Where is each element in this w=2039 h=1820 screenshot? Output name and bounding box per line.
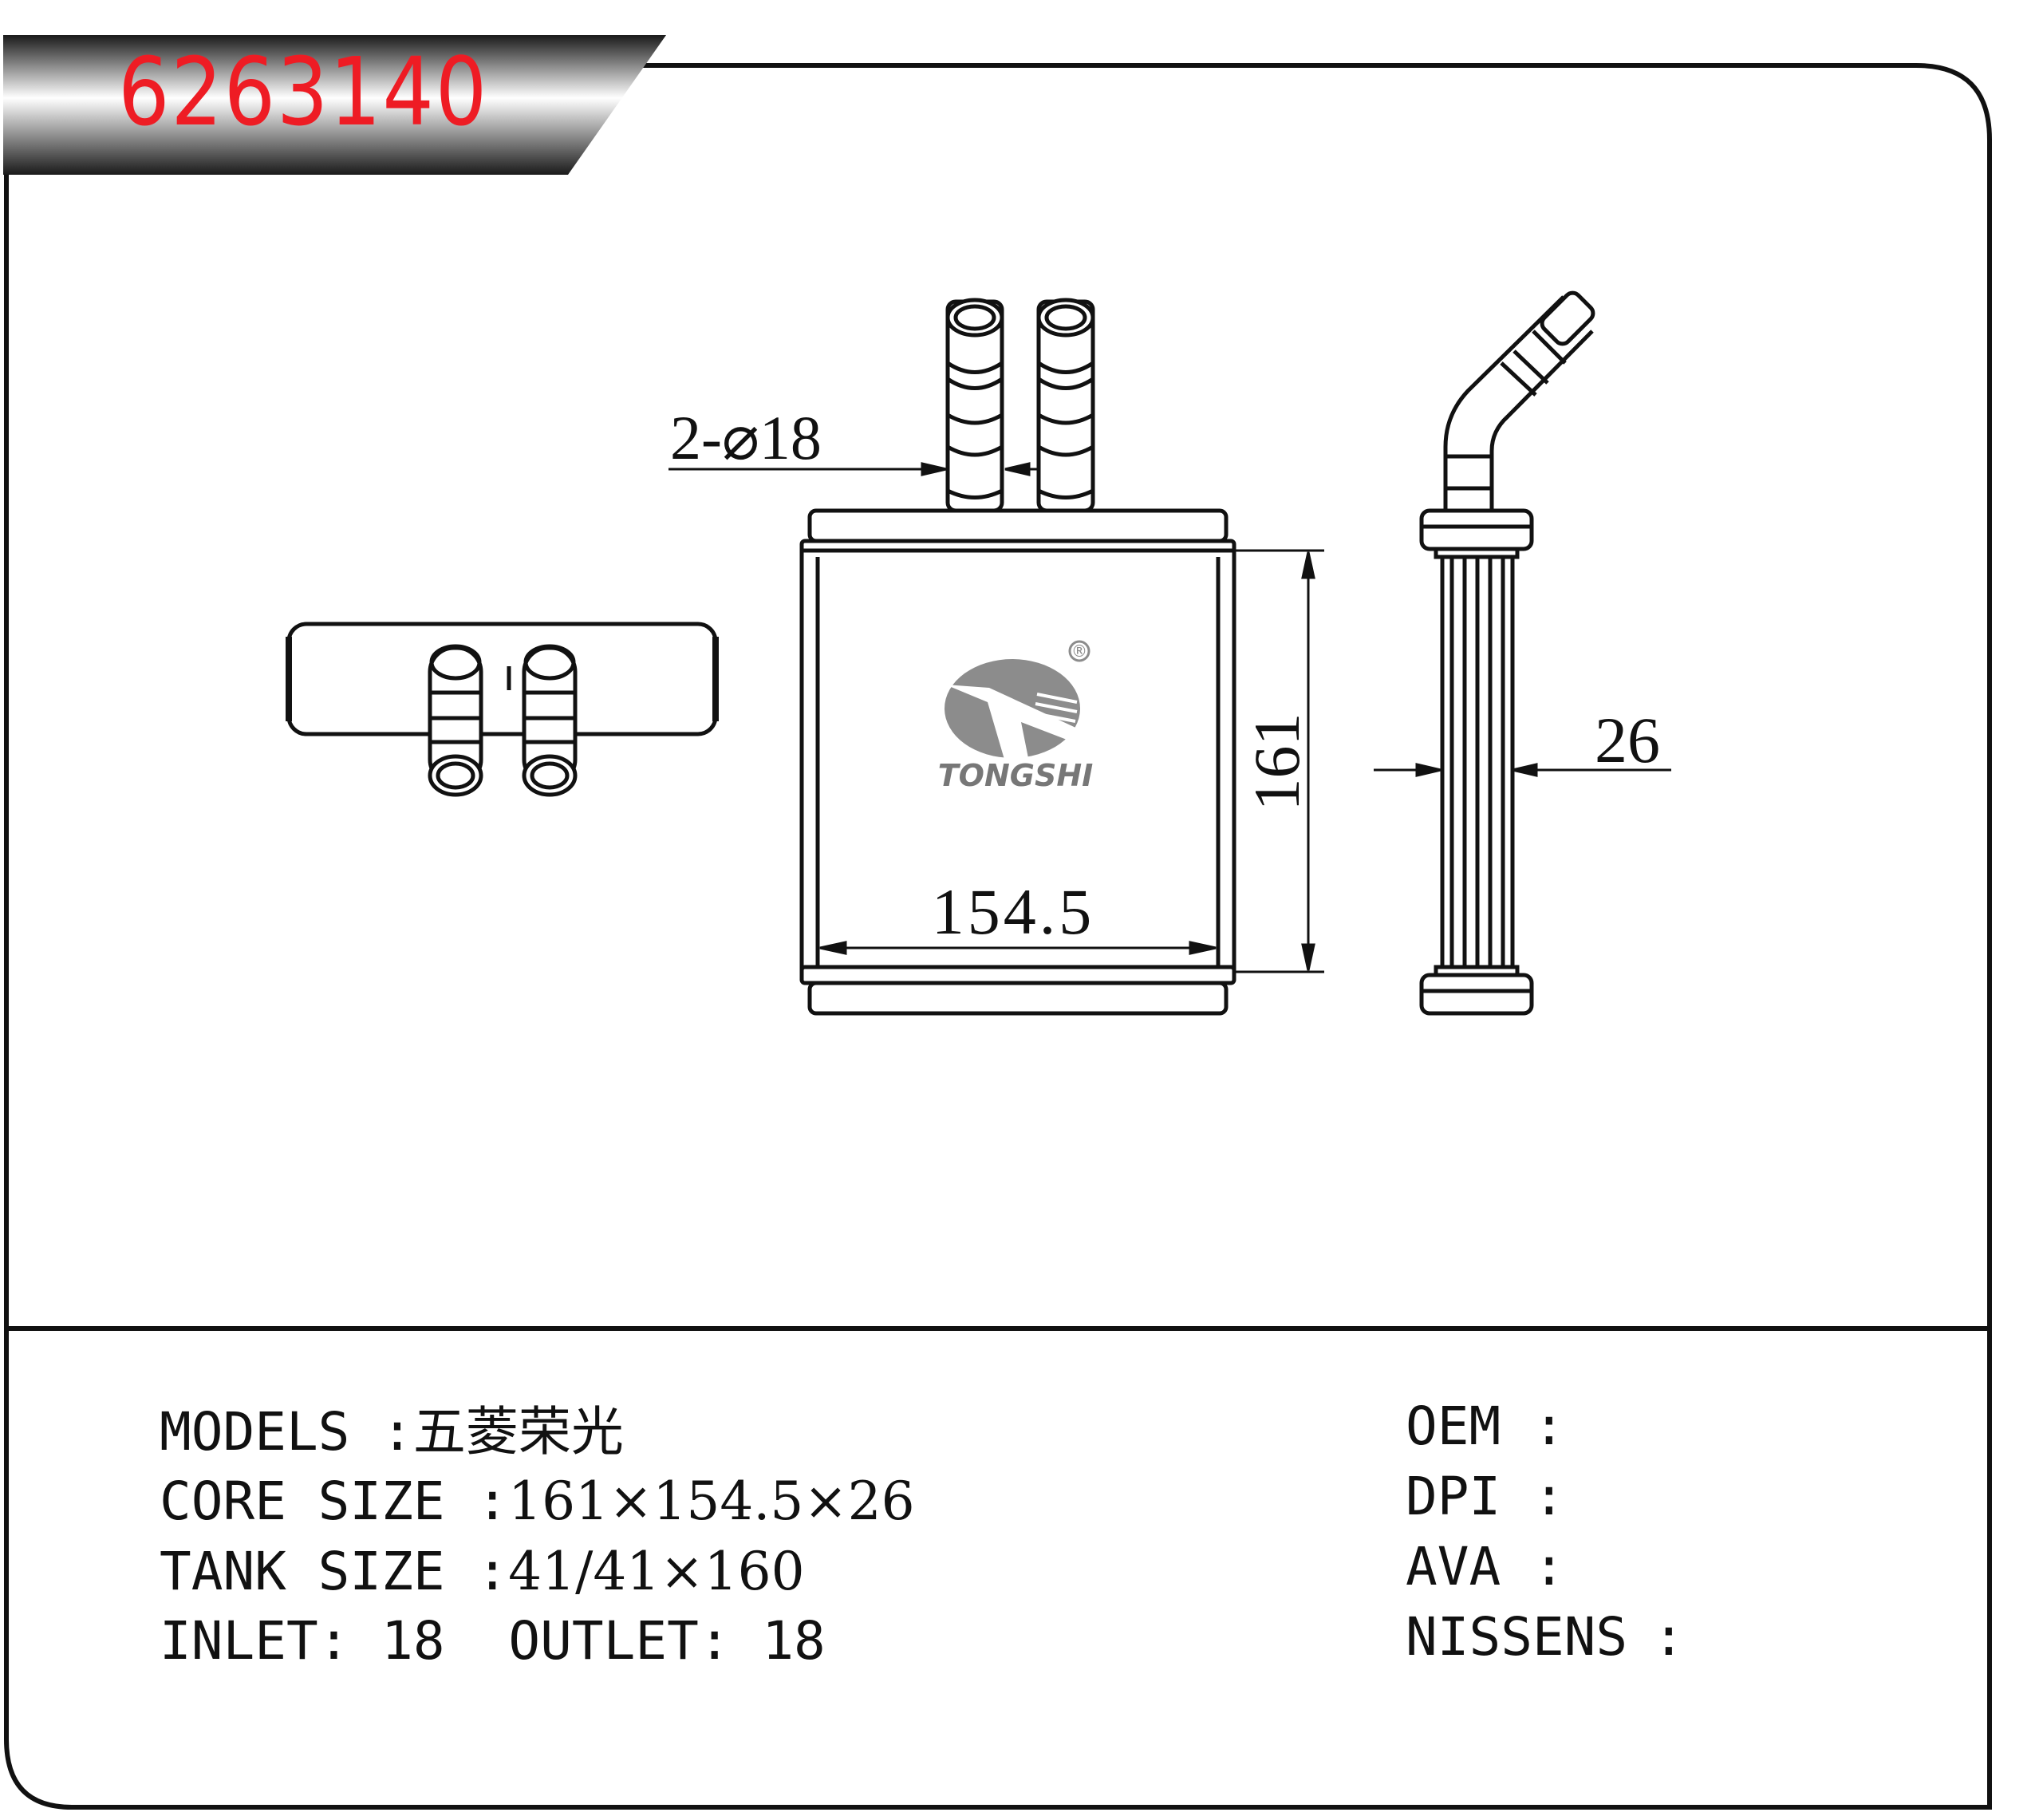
ref-oem-label: OEM <box>1406 1396 1501 1457</box>
side-pipe <box>1443 290 1595 511</box>
registered-mark-ring <box>1068 640 1090 662</box>
core-depth-dimension <box>1374 763 1671 777</box>
bottom-plate <box>799 965 1236 985</box>
ref-oem-sep: : <box>1533 1396 1565 1457</box>
core-height-label: 161 <box>1240 713 1313 811</box>
pipe-diameter-dimension <box>668 462 1037 476</box>
ref-dpi-label: DPI <box>1406 1466 1501 1527</box>
ref-ava-sep: : <box>1533 1536 1565 1597</box>
side-core-tubes <box>1440 557 1515 967</box>
core-width-label: 154.5 <box>932 875 1095 948</box>
ref-ava-label: AVA <box>1406 1536 1501 1597</box>
spec-core-size-value: 161×154.5×26 <box>508 1471 915 1532</box>
pipe-diameter-label: 2-⌀18 <box>670 403 822 472</box>
registered-mark: ® <box>1071 642 1087 661</box>
core-depth-label: 26 <box>1595 704 1660 776</box>
outlet-label: OUTLET: <box>508 1610 731 1672</box>
top-view-pipe-right <box>522 644 578 797</box>
outlet-value: 18 <box>762 1610 826 1672</box>
front-pipe-left <box>945 298 1004 513</box>
top-view-pipe-left <box>428 644 483 797</box>
front-view <box>799 298 1236 1016</box>
bottom-tank <box>807 981 1229 1016</box>
side-bottom-tank <box>1419 973 1534 1016</box>
inlet-label: INLET: <box>160 1610 350 1672</box>
ref-dpi-sep: : <box>1533 1466 1565 1527</box>
spec-models-label: MODELS : <box>160 1401 413 1463</box>
ref-dpi: DPI: <box>1406 1465 1565 1529</box>
spec-tank-size: TANK SIZE :41/41×160 <box>160 1540 805 1604</box>
spec-ports: INLET: 18 OUTLET: 18 <box>160 1609 826 1673</box>
ref-oem: OEM: <box>1406 1395 1565 1459</box>
spec-core-size: CORE SIZE :161×154.5×26 <box>160 1470 915 1534</box>
spec-tank-size-value: 41/41×160 <box>508 1541 805 1602</box>
brand-logo-text: TONGSHI <box>938 758 1094 793</box>
core-height-dimension <box>1234 549 1324 973</box>
ref-ava: AVA: <box>1406 1535 1565 1599</box>
side-view <box>1419 290 1595 1016</box>
ref-nissens: NISSENS: <box>1406 1605 1685 1669</box>
front-pipe-right <box>1036 298 1095 513</box>
ref-nissens-sep: : <box>1653 1606 1685 1668</box>
inlet-value: 18 <box>381 1610 445 1672</box>
top-tank <box>807 508 1229 543</box>
outer-frame <box>4 63 1992 1810</box>
tongshi-logo-icon <box>945 659 1081 762</box>
ref-nissens-label: NISSENS <box>1406 1606 1628 1668</box>
part-number: 6263140 <box>118 37 488 147</box>
spec-core-size-label: CORE SIZE : <box>160 1471 509 1532</box>
spec-tank-size-label: TANK SIZE : <box>160 1541 509 1602</box>
spec-models: MODELS :五菱荣光 <box>160 1400 624 1464</box>
title-tab <box>3 35 666 175</box>
spec-models-value: 五菱荣光 <box>412 1401 624 1463</box>
core-width-dimension <box>819 941 1217 955</box>
side-top-tank <box>1419 508 1534 551</box>
top-view <box>286 622 719 797</box>
